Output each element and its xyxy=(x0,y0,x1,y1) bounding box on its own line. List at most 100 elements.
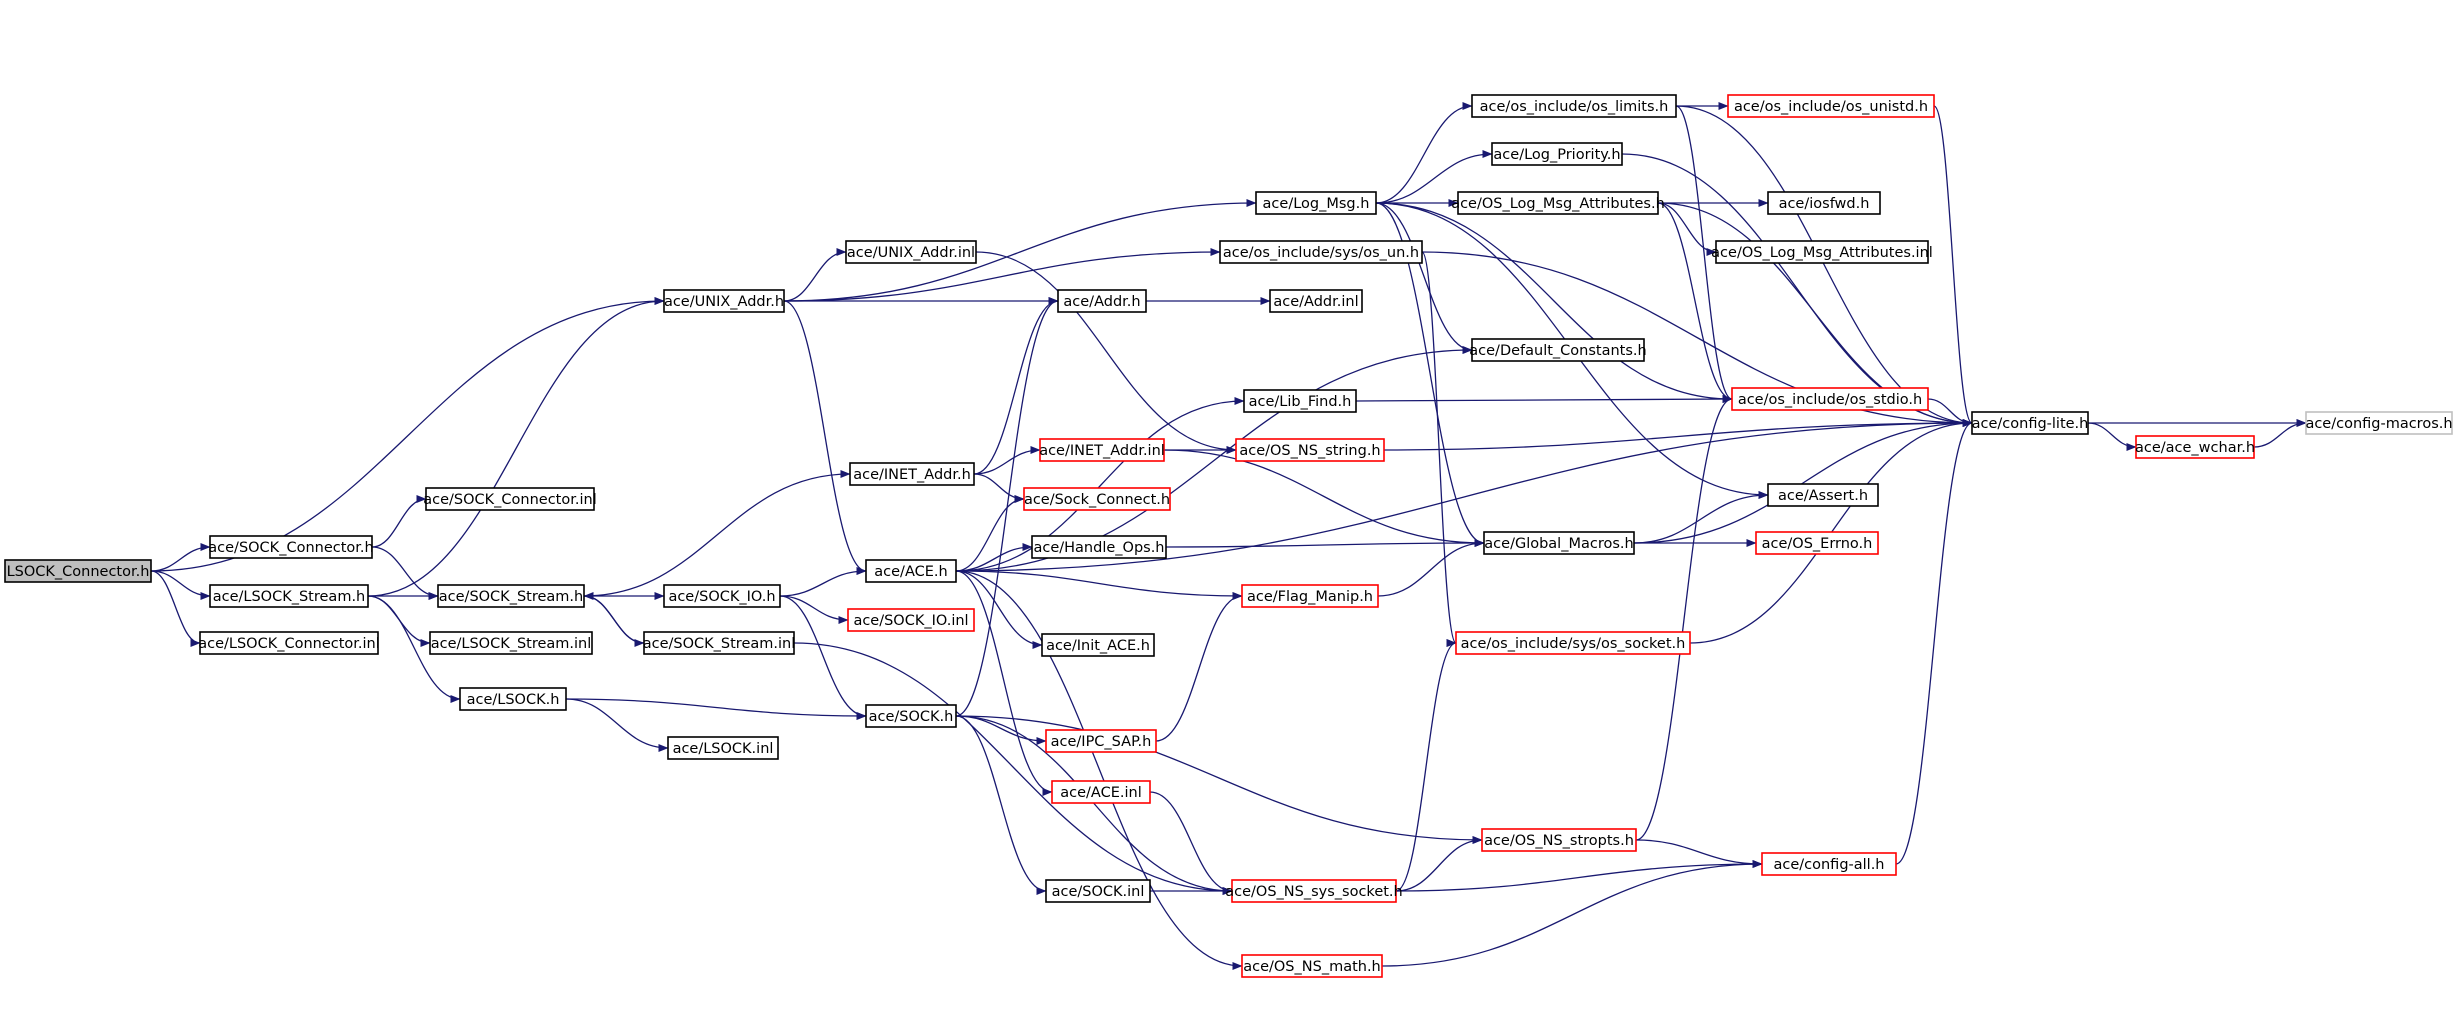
node-os-socket-h[interactable]: ace/os_include/sys/os_socket.h xyxy=(1455,631,1691,655)
node-sock-io-inl[interactable]: ace/SOCK_IO.inl xyxy=(847,608,975,632)
edge-sock_io_h-to-ace_h xyxy=(779,567,867,597)
node-label: ace/LSOCK_Connector.inl xyxy=(198,636,380,652)
edge-arrow xyxy=(955,715,1047,895)
node-addr-inl[interactable]: ace/Addr.inl xyxy=(1269,289,1363,313)
edge-arrow xyxy=(1375,102,1473,204)
edge-os_un_h-to-config_lite_h xyxy=(1421,251,1973,427)
edge-arrow xyxy=(1149,791,1233,895)
node-box xyxy=(459,687,567,711)
node-ace-inl[interactable]: ace/ACE.inl xyxy=(1051,780,1151,804)
node-os-errno-h[interactable]: ace/OS_Errno.h xyxy=(1755,531,1879,555)
edge-os_ns_stropts_h-to-config_all_h xyxy=(1635,839,1763,868)
edge-arrow xyxy=(150,570,211,600)
node-lsock-stream-h[interactable]: ace/LSOCK_Stream.h xyxy=(209,584,369,608)
node-box xyxy=(425,487,595,511)
node-label: ace/SOCK.h xyxy=(869,709,954,725)
edge-arrow xyxy=(1395,836,1483,892)
node-box xyxy=(2305,411,2453,435)
node-label: LSOCK_Connector.h xyxy=(7,564,150,580)
node-box xyxy=(4,559,152,583)
node-os-limits-h[interactable]: ace/os_include/os_limits.h xyxy=(1471,94,1677,118)
node-label: ace/os_include/sys/os_socket.h xyxy=(1461,636,1686,652)
node-sock-inl[interactable]: ace/SOCK.inl xyxy=(1045,879,1151,903)
edge-os_log_msg_attributes_h-to-config_lite_h xyxy=(1657,202,1973,427)
node-box xyxy=(209,535,373,559)
node-sock-stream-inl[interactable]: ace/SOCK_Stream.inl xyxy=(643,631,795,655)
node-os-stdio-h[interactable]: ace/os_include/os_stdio.h xyxy=(1731,387,1929,411)
node-label: ace/UNIX_Addr.h xyxy=(664,294,784,310)
node-handle-ops-h[interactable]: ace/Handle_Ops.h xyxy=(1031,535,1167,559)
node-box xyxy=(1241,584,1379,608)
node-lsock-inl[interactable]: ace/LSOCK.inl xyxy=(667,736,779,760)
edge-inet_addr_h-to-sock_connect_h xyxy=(973,473,1025,503)
node-log-msg-h[interactable]: ace/Log_Msg.h xyxy=(1255,191,1377,215)
edge-lsock_connector_h-to-sock_connector_h xyxy=(150,543,211,572)
node-lsock-stream-inl[interactable]: ace/LSOCK_Stream.inl xyxy=(429,631,593,655)
node-label: ace/config-lite.h xyxy=(1972,416,2089,432)
node-inet-addr-h[interactable]: ace/INET_Addr.h xyxy=(849,462,975,486)
node-config-macros-h[interactable]: ace/config-macros.h xyxy=(2305,411,2453,435)
node-lsock-h[interactable]: ace/LSOCK.h xyxy=(459,687,567,711)
edge-unix_addr_h-to-log_msg_h xyxy=(783,199,1257,302)
edge-arrow xyxy=(955,570,1043,649)
node-label: ace/Log_Priority.h xyxy=(1493,147,1620,163)
node-os-log-msg-attributes-h[interactable]: ace/OS_Log_Msg_Attributes.h xyxy=(1451,191,1665,215)
edge-arrow xyxy=(1657,202,1973,427)
node-unix-addr-h[interactable]: ace/UNIX_Addr.h xyxy=(663,289,785,313)
edge-os_ns_stropts_h-to-os_stdio_h xyxy=(1635,395,1733,841)
edge-ace_h-to-os_ns_math_h xyxy=(955,570,1243,970)
node-log-priority-h[interactable]: ace/Log_Priority.h xyxy=(1491,142,1623,166)
edge-log_msg_h-to-os_limits_h xyxy=(1375,102,1473,204)
node-os-unistd-h[interactable]: ace/os_include/os_unistd.h xyxy=(1727,94,1935,118)
node-global-macros-h[interactable]: ace/Global_Macros.h xyxy=(1483,531,1635,555)
edges-layer xyxy=(150,102,2307,970)
node-ace-h[interactable]: ace/ACE.h xyxy=(865,559,957,583)
node-os-un-h[interactable]: ace/os_include/sys/os_un.h xyxy=(1219,240,1423,264)
edge-arrow xyxy=(2087,422,2137,451)
node-lib-find-h[interactable]: ace/Lib_Find.h xyxy=(1243,389,1357,413)
node-label: ace/LSOCK_Stream.inl xyxy=(431,636,592,652)
edge-arrow xyxy=(1421,251,1457,647)
edge-arrow xyxy=(371,546,439,600)
node-config-lite-h[interactable]: ace/config-lite.h xyxy=(1971,411,2089,435)
edge-os_ns_sys_socket_h-to-os_ns_stropts_h xyxy=(1395,836,1483,892)
node-sock-io-h[interactable]: ace/SOCK_IO.h xyxy=(663,584,781,608)
edge-handle_ops_h-to-global_macros_h xyxy=(1165,539,1485,548)
node-iosfwd-h[interactable]: ace/iosfwd.h xyxy=(1767,191,1881,215)
node-sock-connector-h[interactable]: ace/SOCK_Connector.h xyxy=(208,535,374,559)
node-os-ns-sys-socket-h[interactable]: ace/OS_NS_sys_socket.h xyxy=(1225,879,1403,903)
node-lsock-connector-inl[interactable]: ace/LSOCK_Connector.inl xyxy=(198,631,380,655)
node-os-log-msg-attributes-inl[interactable]: ace/OS_Log_Msg_Attributes.inl xyxy=(1711,240,1933,264)
edge-arrow xyxy=(1675,105,1733,403)
node-init-ace-h[interactable]: ace/Init_ACE.h xyxy=(1041,633,1155,657)
edge-sock_io_h-to-sock_io_inl xyxy=(779,595,849,624)
node-box xyxy=(865,704,957,728)
node-label: ace/IPC_SAP.h xyxy=(1051,734,1152,750)
node-unix-addr-inl[interactable]: ace/UNIX_Addr.inl xyxy=(845,240,977,264)
node-sock-h[interactable]: ace/SOCK.h xyxy=(865,704,957,728)
node-os-ns-stropts-h[interactable]: ace/OS_NS_stropts.h xyxy=(1481,828,1637,852)
edge-arrow xyxy=(371,495,427,548)
edge-arrow xyxy=(1375,202,1733,403)
edge-arrow xyxy=(793,642,1233,895)
node-sock-connect-h[interactable]: ace/Sock_Connect.h xyxy=(1023,487,1171,511)
node-os-ns-math-h[interactable]: ace/OS_NS_math.h xyxy=(1241,954,1383,978)
node-flag-manip-h[interactable]: ace/Flag_Manip.h xyxy=(1241,584,1379,608)
node-sock-connector-inl[interactable]: ace/SOCK_Connector.inl xyxy=(423,487,597,511)
node-ace-wchar-h[interactable]: ace/ace_wchar.h xyxy=(2135,435,2255,459)
node-box xyxy=(667,736,779,760)
node-os-ns-string-h[interactable]: ace/OS_NS_string.h xyxy=(1235,438,1385,462)
edge-config_all_h-to-config_lite_h xyxy=(1895,419,1973,865)
edge-sock_stream_inl-to-sock_stream_h xyxy=(583,592,645,644)
node-config-all-h[interactable]: ace/config-all.h xyxy=(1761,852,1897,876)
node-label: ace/ACE.h xyxy=(874,564,947,580)
node-addr-h[interactable]: ace/Addr.h xyxy=(1057,289,1147,313)
node-sock-stream-h[interactable]: ace/SOCK_Stream.h xyxy=(437,584,585,608)
node-default-constants-h[interactable]: ace/Default_Constants.h xyxy=(1469,338,1647,362)
edge-arrow xyxy=(1933,105,1973,427)
node-assert-h[interactable]: ace/Assert.h xyxy=(1767,483,1879,507)
node-inet-addr-inl[interactable]: ace/INET_Addr.inl xyxy=(1039,438,1165,462)
edge-ace_h-to-sock_connect_h xyxy=(955,495,1025,572)
edge-arrow xyxy=(2253,419,2307,448)
node-ipc-sap-h[interactable]: ace/IPC_SAP.h xyxy=(1045,729,1157,753)
